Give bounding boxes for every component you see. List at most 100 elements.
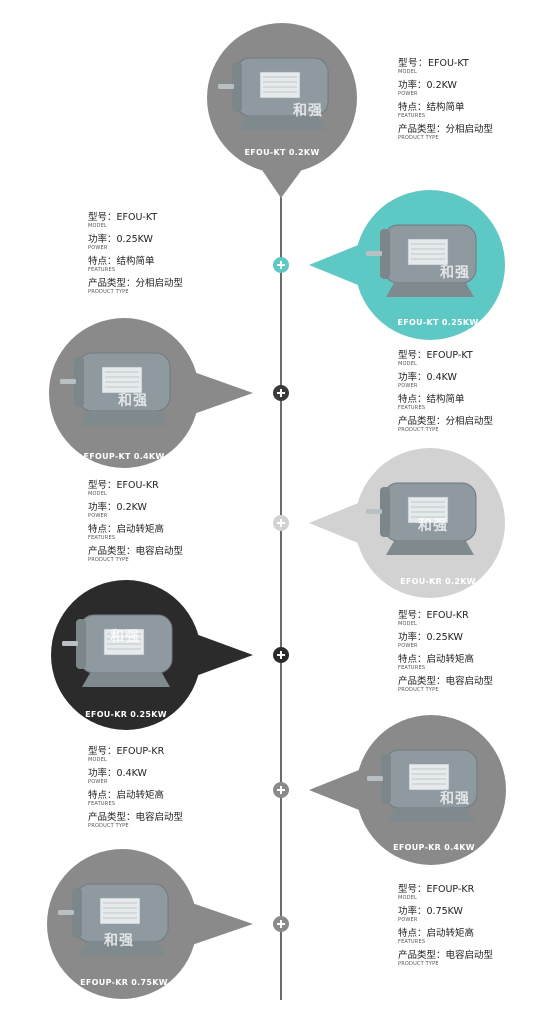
- power-label: 功率：: [398, 80, 427, 91]
- watermark: 和强: [440, 265, 470, 281]
- motor-endcap: [74, 357, 84, 407]
- model-label-en: MODEL: [88, 491, 108, 497]
- motor-base: [82, 673, 170, 687]
- type-label: 产品类型：: [398, 676, 446, 687]
- type-value: 电容启动型: [135, 812, 184, 823]
- type-label: 产品类型：: [398, 416, 446, 427]
- features-label: 特点：: [398, 654, 427, 665]
- power-label: 功率：: [88, 502, 117, 513]
- callout-pointer: [309, 501, 363, 545]
- power-value: 0.75KW: [426, 906, 463, 917]
- model-value: EFOUP-KR: [426, 884, 475, 895]
- features-label: 特点：: [88, 790, 117, 801]
- model-value: EFOU-KR: [116, 480, 159, 491]
- power-label: 功率：: [88, 234, 117, 245]
- product-badge-3: EFOUP-KT 0.4KW: [83, 452, 165, 461]
- type-label: 产品类型：: [88, 278, 136, 289]
- product-badge-2: EFOU-KT 0.25KW: [397, 318, 479, 327]
- spec-block-7: 型号：EFOUP-KR MODEL 功率：0.75KW POWER 特点：启动转矩高…: [398, 884, 556, 972]
- motor-base: [386, 283, 474, 297]
- model-label: 型号：: [398, 610, 427, 621]
- motor-shaft: [62, 641, 78, 646]
- features-label-en: FEATURES: [398, 113, 426, 119]
- motor-base: [80, 411, 168, 425]
- watermark: 和强: [440, 791, 470, 807]
- features-label: 特点：: [88, 524, 117, 535]
- model-value: EFOUP-KT: [426, 350, 473, 361]
- product-badge-7: EFOUP-KR 0.75KW: [80, 978, 168, 987]
- product-badge-1: EFOU-KT 0.2KW: [244, 148, 320, 157]
- model-value: EFOUP-KR: [116, 746, 165, 757]
- features-label: 特点：: [398, 102, 427, 113]
- power-label: 功率：: [88, 768, 117, 779]
- model-value: EFOU-KR: [426, 610, 469, 621]
- type-label-en: PRODUCT TYPE: [398, 427, 439, 433]
- watermark: 和强: [110, 629, 140, 645]
- power-value: 0.2KW: [426, 80, 457, 91]
- power-label-en: POWER: [398, 917, 418, 923]
- type-label-en: PRODUCT TYPE: [88, 823, 129, 829]
- motor-nameplate: [99, 897, 141, 925]
- power-label: 功率：: [398, 906, 427, 917]
- motor-shaft: [218, 84, 234, 89]
- motor-nameplate: [101, 366, 143, 394]
- features-value: 启动转矩高: [116, 524, 165, 535]
- model-label-en: MODEL: [398, 69, 418, 75]
- motor-base: [78, 942, 166, 956]
- motor-endcap: [76, 619, 86, 669]
- features-label-en: FEATURES: [88, 801, 116, 807]
- model-label: 型号：: [88, 480, 117, 491]
- power-value: 0.4KW: [426, 372, 457, 383]
- model-label: 型号：: [88, 212, 117, 223]
- type-label: 产品类型：: [88, 812, 136, 823]
- model-label: 型号：: [398, 58, 429, 69]
- callout-pointer: [309, 243, 363, 287]
- watermark: 和强: [418, 518, 448, 534]
- motor-endcap: [232, 62, 242, 112]
- type-label-en: PRODUCT TYPE: [88, 557, 129, 563]
- features-label: 特点：: [88, 256, 117, 267]
- power-label-en: POWER: [398, 91, 418, 97]
- features-value: 启动转矩高: [426, 928, 475, 939]
- motor-base: [386, 541, 474, 555]
- type-label: 产品类型：: [398, 950, 446, 961]
- features-value: 结构简单: [116, 256, 155, 267]
- type-value: 分相启动型: [445, 124, 494, 135]
- power-value: 0.25KW: [116, 234, 153, 245]
- type-label-en: PRODUCT TYPE: [88, 289, 129, 295]
- power-label-en: POWER: [398, 643, 418, 649]
- motor-shaft: [60, 379, 76, 384]
- watermark: 和强: [104, 933, 134, 949]
- motor-base: [387, 808, 475, 822]
- type-label-en: PRODUCT TYPE: [398, 135, 439, 141]
- motor-endcap: [380, 487, 390, 537]
- motor-nameplate: [407, 496, 449, 524]
- motor-nameplate: [259, 71, 301, 99]
- features-label: 特点：: [398, 928, 427, 939]
- features-label-en: FEATURES: [398, 939, 426, 945]
- motor-shaft: [366, 251, 382, 256]
- callout-pointer: [189, 902, 253, 946]
- product-badge-4: EFOU-KR 0.2KW: [400, 577, 476, 586]
- features-label: 特点：: [398, 394, 427, 405]
- power-label-en: POWER: [398, 383, 418, 389]
- model-label: 型号：: [88, 746, 117, 757]
- type-label-en: PRODUCT TYPE: [398, 961, 439, 967]
- motor-shaft: [58, 910, 74, 915]
- type-label-en: PRODUCT TYPE: [398, 687, 439, 693]
- features-value: 启动转矩高: [426, 654, 475, 665]
- model-label-en: MODEL: [88, 223, 108, 229]
- features-label-en: FEATURES: [88, 267, 116, 273]
- model-label: 型号：: [398, 884, 427, 895]
- power-label-en: POWER: [88, 513, 108, 519]
- product-badge-5: EFOU-KR 0.25KW: [85, 710, 167, 719]
- product-badge-6: EFOUP-KR 0.4KW: [393, 843, 475, 852]
- model-label-en: MODEL: [398, 895, 418, 901]
- type-value: 电容启动型: [445, 950, 494, 961]
- type-label: 产品类型：: [88, 546, 136, 557]
- features-label-en: FEATURES: [88, 535, 116, 541]
